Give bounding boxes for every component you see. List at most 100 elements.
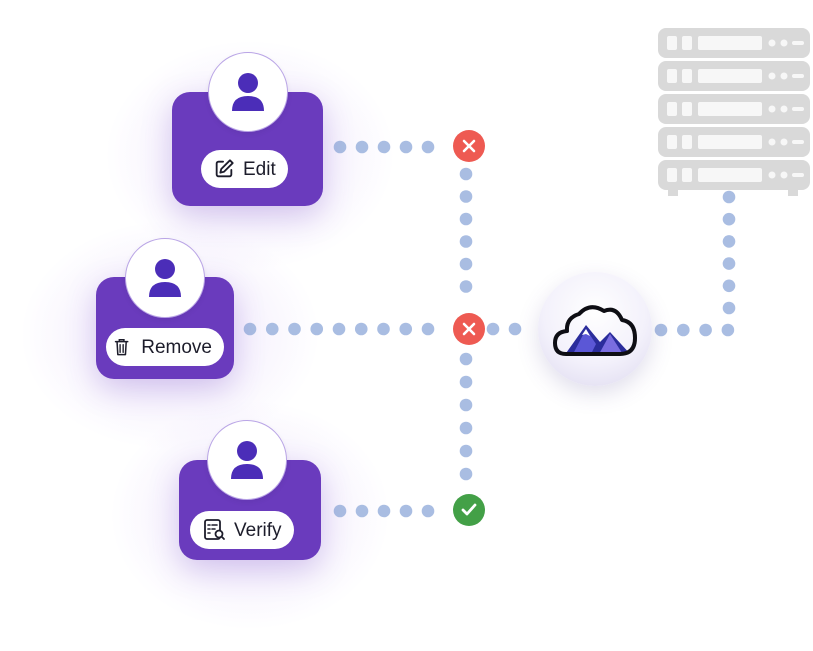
server-led [780,171,788,179]
server-foot [668,190,678,196]
connector-dot [421,140,435,154]
connector-dot [721,323,735,337]
connector-dot [508,322,522,336]
connector-dot [459,212,473,226]
edit-icon [215,159,234,178]
server-slot [667,69,677,83]
verify-user-avatar [207,420,287,500]
connector-dot [288,322,301,336]
server-slot [667,168,677,182]
server-led [768,105,776,113]
connector-dot [459,467,473,481]
edit-button-label: Edit [243,158,276,180]
server-slot [667,36,677,50]
server-switch [792,41,804,45]
server-slot [682,69,692,83]
server-switch [792,140,804,144]
trash-icon [114,338,129,356]
verify-button[interactable]: Verify [190,511,294,549]
connector-dot [459,280,473,293]
connector-dot [722,279,736,293]
connector-dot [333,140,347,154]
connector-dot [722,212,736,226]
server-rack-icon [658,28,810,196]
connector-dot [722,190,736,204]
close-icon [462,139,476,153]
server-slot [682,135,692,149]
server-drive-bay [698,36,762,50]
connector-dot [399,322,413,336]
document-search-icon [204,519,225,540]
connector-dot [459,398,473,412]
server-led [768,171,776,179]
server-led [780,39,788,47]
connector-dot [722,257,736,270]
connector-dot [459,352,473,366]
connector-dot [377,140,391,154]
server-switch [792,107,804,111]
connector-dot [459,375,473,389]
server-slot [682,102,692,116]
cloud-hub [538,272,652,386]
remove-user-avatar [125,238,205,318]
connector-dot [421,322,435,336]
check-icon [461,503,477,516]
cloud-mountain-icon [553,305,637,356]
server-drive-bay [698,102,762,116]
connector-dot [459,421,473,435]
server-slot [667,102,677,116]
connector-dot [677,323,690,337]
remove-button[interactable]: Remove [106,328,224,366]
close-icon [462,322,476,336]
connector-dot [377,322,390,336]
connector-dot [332,322,346,336]
connector-dot [265,322,279,336]
connector-dot [399,140,413,154]
server-led [768,138,776,146]
verify-approved-status [453,494,485,526]
connector-dot [377,504,391,518]
server-led [768,72,776,80]
server-led [780,138,788,146]
connector-dot [459,167,473,181]
connector-dot [654,323,668,337]
connector-dot [459,190,473,203]
connector-dot [486,322,500,336]
connector-dot [699,323,712,337]
server-drive-bay [698,135,762,149]
server-led [768,39,776,47]
connector-dot [310,322,324,336]
remove-button-label: Remove [141,336,212,358]
connector-dot [459,257,473,271]
edit-user-avatar [208,52,288,132]
connector-dot [459,235,473,248]
server-switch [792,74,804,78]
connector-dot [355,504,369,518]
connector-dot [243,322,257,336]
connector-dot [722,301,736,315]
verify-button-label: Verify [234,519,282,541]
server-foot [788,190,798,196]
connector-dot [333,504,347,518]
connector-dot [354,322,368,336]
user-icon [149,259,181,297]
connector-dot [399,504,413,518]
server-led [780,72,788,80]
edit-button[interactable]: Edit [201,150,288,188]
remove-denied-status [453,313,485,345]
connector-dot [459,444,473,458]
server-switch [792,173,804,177]
user-icon [232,73,264,111]
user-icon [231,441,263,479]
server-drive-bay [698,168,762,182]
connector-dot [421,504,435,518]
server-slot [667,135,677,149]
server-slot [682,168,692,182]
connector-dot [355,140,369,154]
edit-denied-status [453,130,485,162]
server-drive-bay [698,69,762,83]
connector-dot [722,235,736,248]
server-slot [682,36,692,50]
server-led [780,105,788,113]
